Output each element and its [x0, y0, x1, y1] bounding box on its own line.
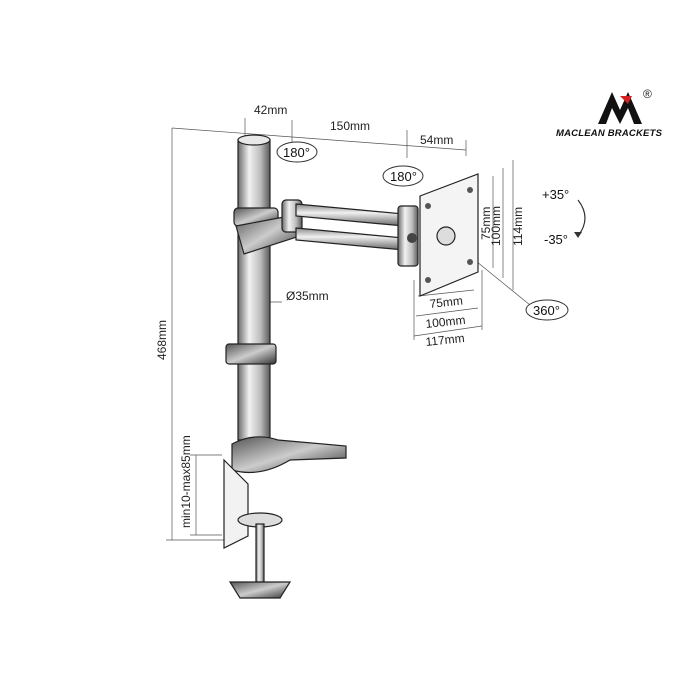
dimension-labels: 42mm 150mm 54mm Ø35mm 468mm min10-max85m… — [155, 103, 525, 528]
vesa-hole — [467, 259, 473, 265]
desk-base — [231, 436, 347, 473]
swivel-arrow-icon — [276, 141, 318, 163]
dim-pole-diameter: Ø35mm — [286, 289, 329, 303]
dim-total-height: 468mm — [155, 320, 169, 360]
dim-vesa-h-100: 100mm — [425, 313, 466, 331]
rotation-indicators: 180° 180° 360° +35° -35° — [276, 141, 586, 321]
arm — [235, 199, 419, 267]
arm-upper-rail — [295, 203, 405, 227]
dim-vesa-v-114: 114mm — [511, 207, 525, 246]
pole — [225, 134, 279, 441]
vesa-hole — [425, 277, 431, 283]
dim-pole-top: 42mm — [254, 103, 287, 117]
base-clamp — [223, 436, 347, 599]
rot-rotation: 360° — [533, 303, 560, 318]
rot-tilt-down: -35° — [544, 232, 568, 247]
tilt-arrowhead-icon — [574, 232, 582, 238]
vesa-center-hub — [436, 226, 456, 246]
brand-logo: ® MACLEAN BRACKETS — [556, 87, 663, 139]
brand-name: MACLEAN BRACKETS — [556, 128, 663, 139]
pole-cap — [237, 134, 271, 146]
swivel-arrow-icon — [382, 165, 424, 187]
logo-accent — [620, 96, 632, 104]
dimension-lines — [166, 118, 531, 541]
clamp-handle — [228, 581, 292, 599]
dim-vesa-h-75: 75mm — [429, 294, 464, 311]
rot-head-swivel: 180° — [390, 169, 417, 184]
clamp-body — [223, 458, 249, 549]
rot-tilt-up: +35° — [542, 187, 569, 202]
vesa-hole — [467, 187, 473, 193]
tilt-arrow-icon — [577, 199, 586, 237]
rot-pole-swivel: 180° — [283, 145, 310, 160]
arm-lower-rail — [295, 227, 405, 251]
tilt-knob — [407, 233, 417, 243]
vesa-hole — [425, 203, 431, 209]
dim-clamp-range: min10-max85mm — [179, 435, 193, 528]
dim-vesa-v-100: 100mm — [489, 206, 503, 246]
pole-tube — [237, 139, 271, 441]
dim-head-offset: 54mm — [420, 133, 453, 147]
vesa-h-100-line — [415, 307, 479, 317]
registered-mark: ® — [643, 87, 652, 101]
dim-vesa-v-75: 75mm — [479, 207, 493, 240]
dim-arm-length: 150mm — [330, 119, 370, 133]
cable-clip — [225, 343, 277, 365]
vesa-plate — [419, 173, 479, 297]
vesa-h-117-line — [413, 325, 483, 337]
rotate-arrow-icon — [525, 299, 569, 321]
clamp-screw — [255, 523, 265, 583]
dim-vesa-h-117: 117mm — [425, 331, 465, 349]
logo-mark — [598, 92, 642, 124]
top-dimension-line — [171, 127, 467, 151]
vesa-h-75-line — [417, 289, 475, 297]
